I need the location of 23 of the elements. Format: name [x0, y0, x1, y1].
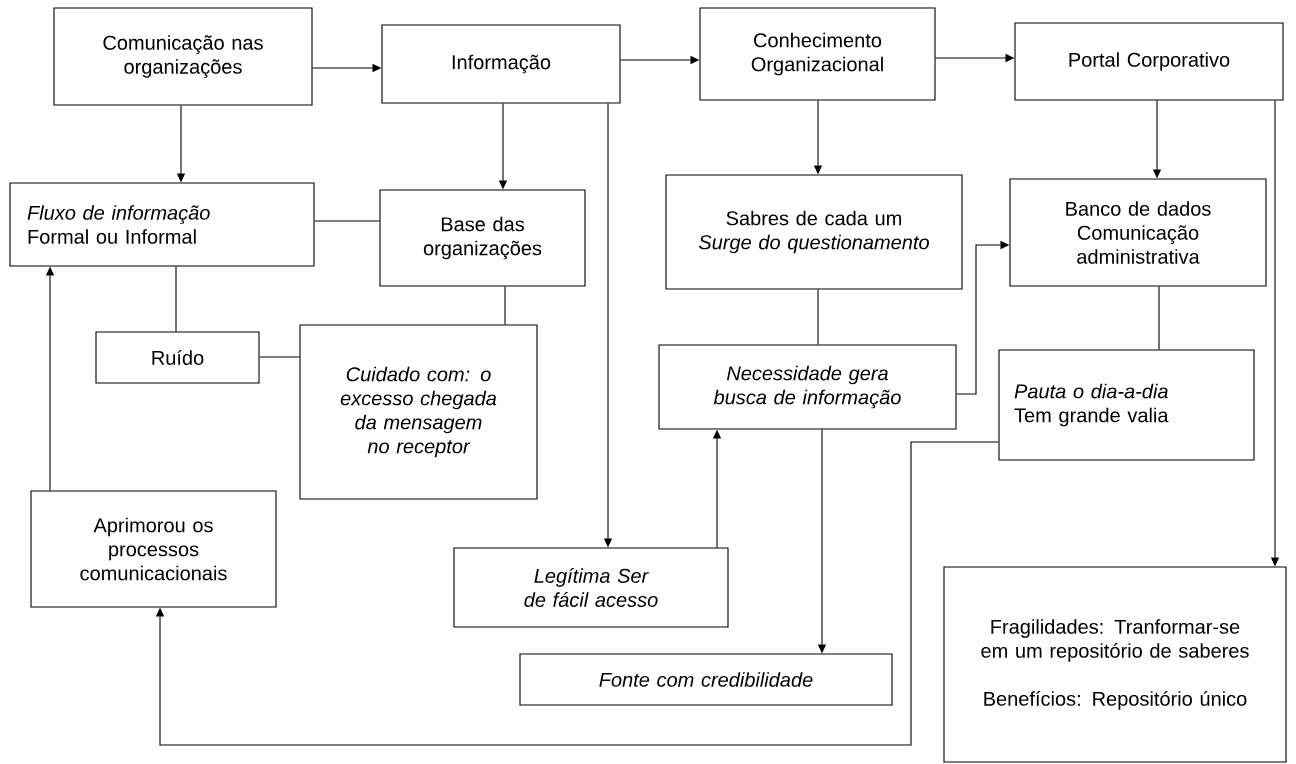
connector-line	[259, 356, 300, 358]
process-box: Fluxo de informação Formal ou Informal	[9, 182, 315, 267]
process-box: Necessidade gera busca de informação	[658, 344, 957, 430]
process-box: Portal Corporativo	[1014, 22, 1284, 101]
process-box: Banco de dados Comunicação administrativa	[1009, 178, 1267, 287]
connector-line	[314, 220, 380, 222]
process-box: Informação	[381, 24, 621, 104]
connector-line	[175, 266, 177, 332]
process-box: Fonte com credibilidade	[519, 653, 893, 706]
process-box: Cuidado com: o excesso chegada da mensagem no receptor	[299, 324, 538, 500]
process-box: Fragilidades: Tranformar-se em um repositório de saberes Benefícios: Repositório único	[943, 566, 1287, 763]
process-box: Aprimorou os processos comunicacionais	[30, 490, 277, 608]
arrow	[155, 441, 999, 746]
process-box: Conhecimento Organizacional	[699, 7, 936, 101]
process-box: Legítima Ser de fácil acesso	[453, 547, 729, 628]
process-box: Base das organizações	[379, 189, 586, 287]
connector-line	[817, 289, 819, 345]
process-box: Comunicação nas organizações	[53, 7, 313, 106]
process-box: Ruído	[95, 331, 260, 384]
process-box: Pauta o dia-a-dia Tem grande valia	[998, 349, 1255, 461]
process-box: Sabres de cada um Surge do questionamento	[665, 174, 963, 290]
connector-line	[1158, 286, 1160, 350]
connector-line	[504, 286, 506, 325]
